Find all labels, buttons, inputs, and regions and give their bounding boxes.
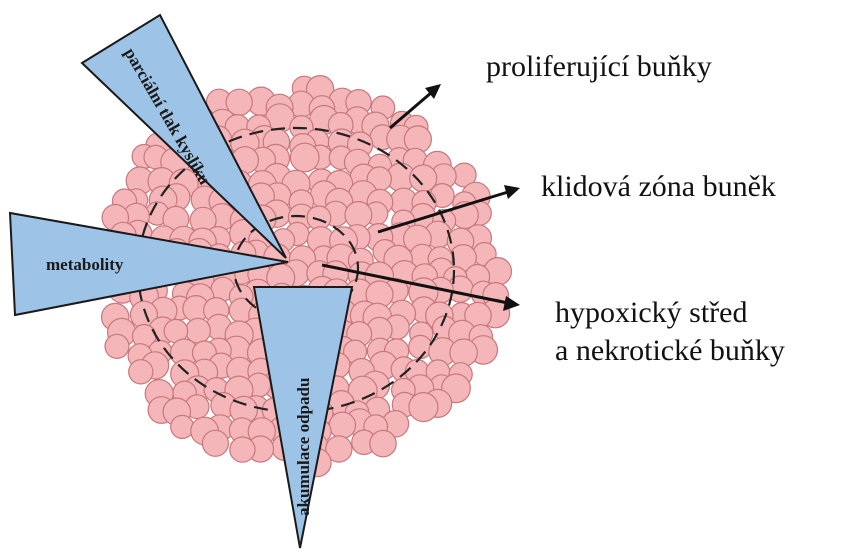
spheroid-cell <box>370 430 396 456</box>
spheroid-cell <box>171 415 194 438</box>
spheroid-cell <box>202 430 228 456</box>
hypoxic-core-label-line1: hypoxický střed <box>555 296 747 329</box>
waste-accumulation-label: akumulace odpadu <box>294 378 313 516</box>
hypoxic-core-label-line2: a nekrotické buňky <box>555 334 785 367</box>
spheroid-cell <box>329 412 355 438</box>
metabolites-label: metabolity <box>46 255 124 274</box>
spheroid-cell <box>450 339 477 366</box>
spheroid-cell <box>105 334 129 358</box>
spheroid-cell <box>290 143 319 172</box>
spheroid-cell <box>409 393 438 422</box>
spheroid-cell <box>409 335 432 358</box>
spheroid-cell <box>129 360 153 384</box>
spheroid-cell <box>230 437 255 462</box>
proliferating-cells-label: proliferující buňky <box>486 50 712 83</box>
quiescent-zone-label: klidová zóna buněk <box>541 170 776 203</box>
